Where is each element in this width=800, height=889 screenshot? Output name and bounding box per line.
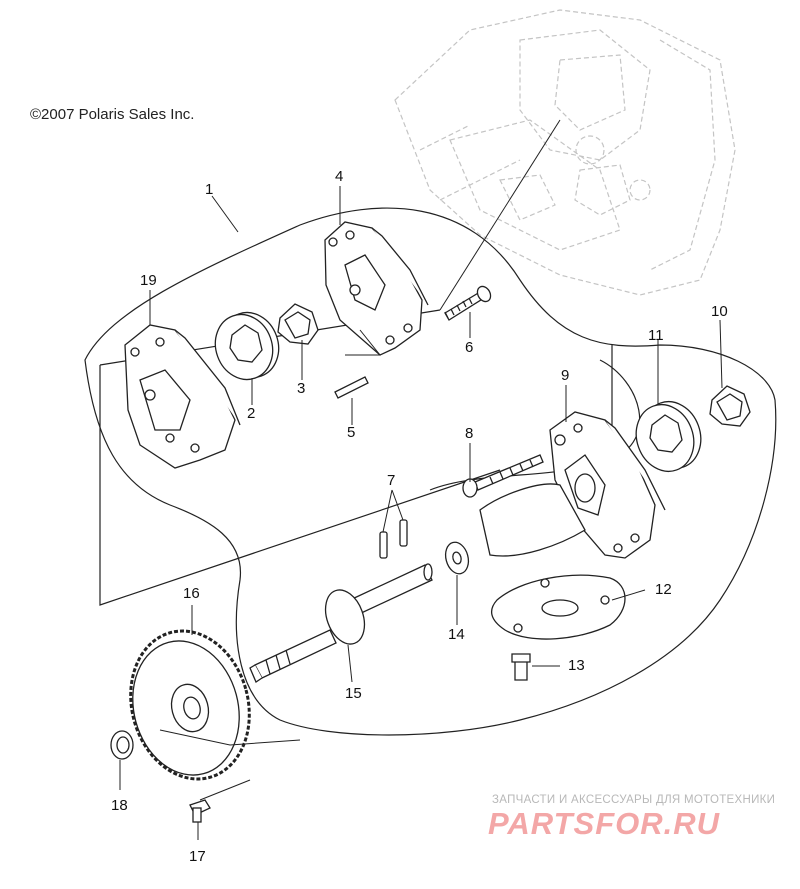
part-19-pump-housing — [124, 324, 241, 469]
callout-2: 2 — [247, 405, 256, 422]
part-14-washer — [444, 541, 470, 575]
callout-15: 15 — [345, 685, 362, 702]
watermark-tagline: ЗАПЧАСТИ И АКСЕССУАРЫ ДЛЯ МОТОТЕХНИКИ — [492, 794, 776, 806]
callout-3: 3 — [297, 380, 306, 397]
callout-4: 4 — [335, 168, 344, 185]
callout-16: 16 — [183, 585, 200, 602]
callout-9: 9 — [561, 367, 570, 384]
callout-13: 13 — [568, 657, 585, 674]
callout-10: 10 — [711, 303, 728, 320]
callout-8: 8 — [465, 425, 474, 442]
part-16-gear — [129, 629, 251, 781]
leader-lines — [119, 119, 723, 840]
part-13-small-bolt — [511, 653, 531, 681]
callout-1: 1 — [205, 181, 214, 198]
part-5-pin — [334, 376, 369, 399]
engine-block-ghost — [394, 9, 736, 296]
part-15-shaft — [249, 563, 433, 683]
part-10-inner-rotor — [709, 385, 751, 427]
part-9-pump-body — [479, 411, 666, 559]
callout-11: 11 — [648, 327, 664, 344]
part-3-inner-rotor — [277, 303, 319, 345]
callout-7: 7 — [387, 472, 396, 489]
part-6-bolt — [444, 285, 492, 321]
callout-14: 14 — [448, 626, 465, 643]
part-17-bolt — [189, 799, 211, 823]
part-11-rotor — [635, 400, 702, 473]
callout-5: 5 — [347, 424, 356, 441]
callout-18: 18 — [111, 797, 128, 814]
part-8-long-bolt — [462, 454, 544, 498]
part-4-pump-plate — [324, 221, 429, 356]
part-18-washer — [110, 730, 134, 760]
copyright-notice: ©2007 Polaris Sales Inc. — [30, 106, 195, 123]
callout-12: 12 — [655, 581, 672, 598]
callout-17: 17 — [189, 848, 206, 865]
watermark-logo: PARTSFOR.RU — [488, 806, 721, 841]
callout-6: 6 — [465, 339, 474, 356]
callout-19: 19 — [140, 272, 157, 289]
part-12-gasket — [490, 574, 626, 640]
part-2-outer-rotor — [214, 311, 280, 381]
